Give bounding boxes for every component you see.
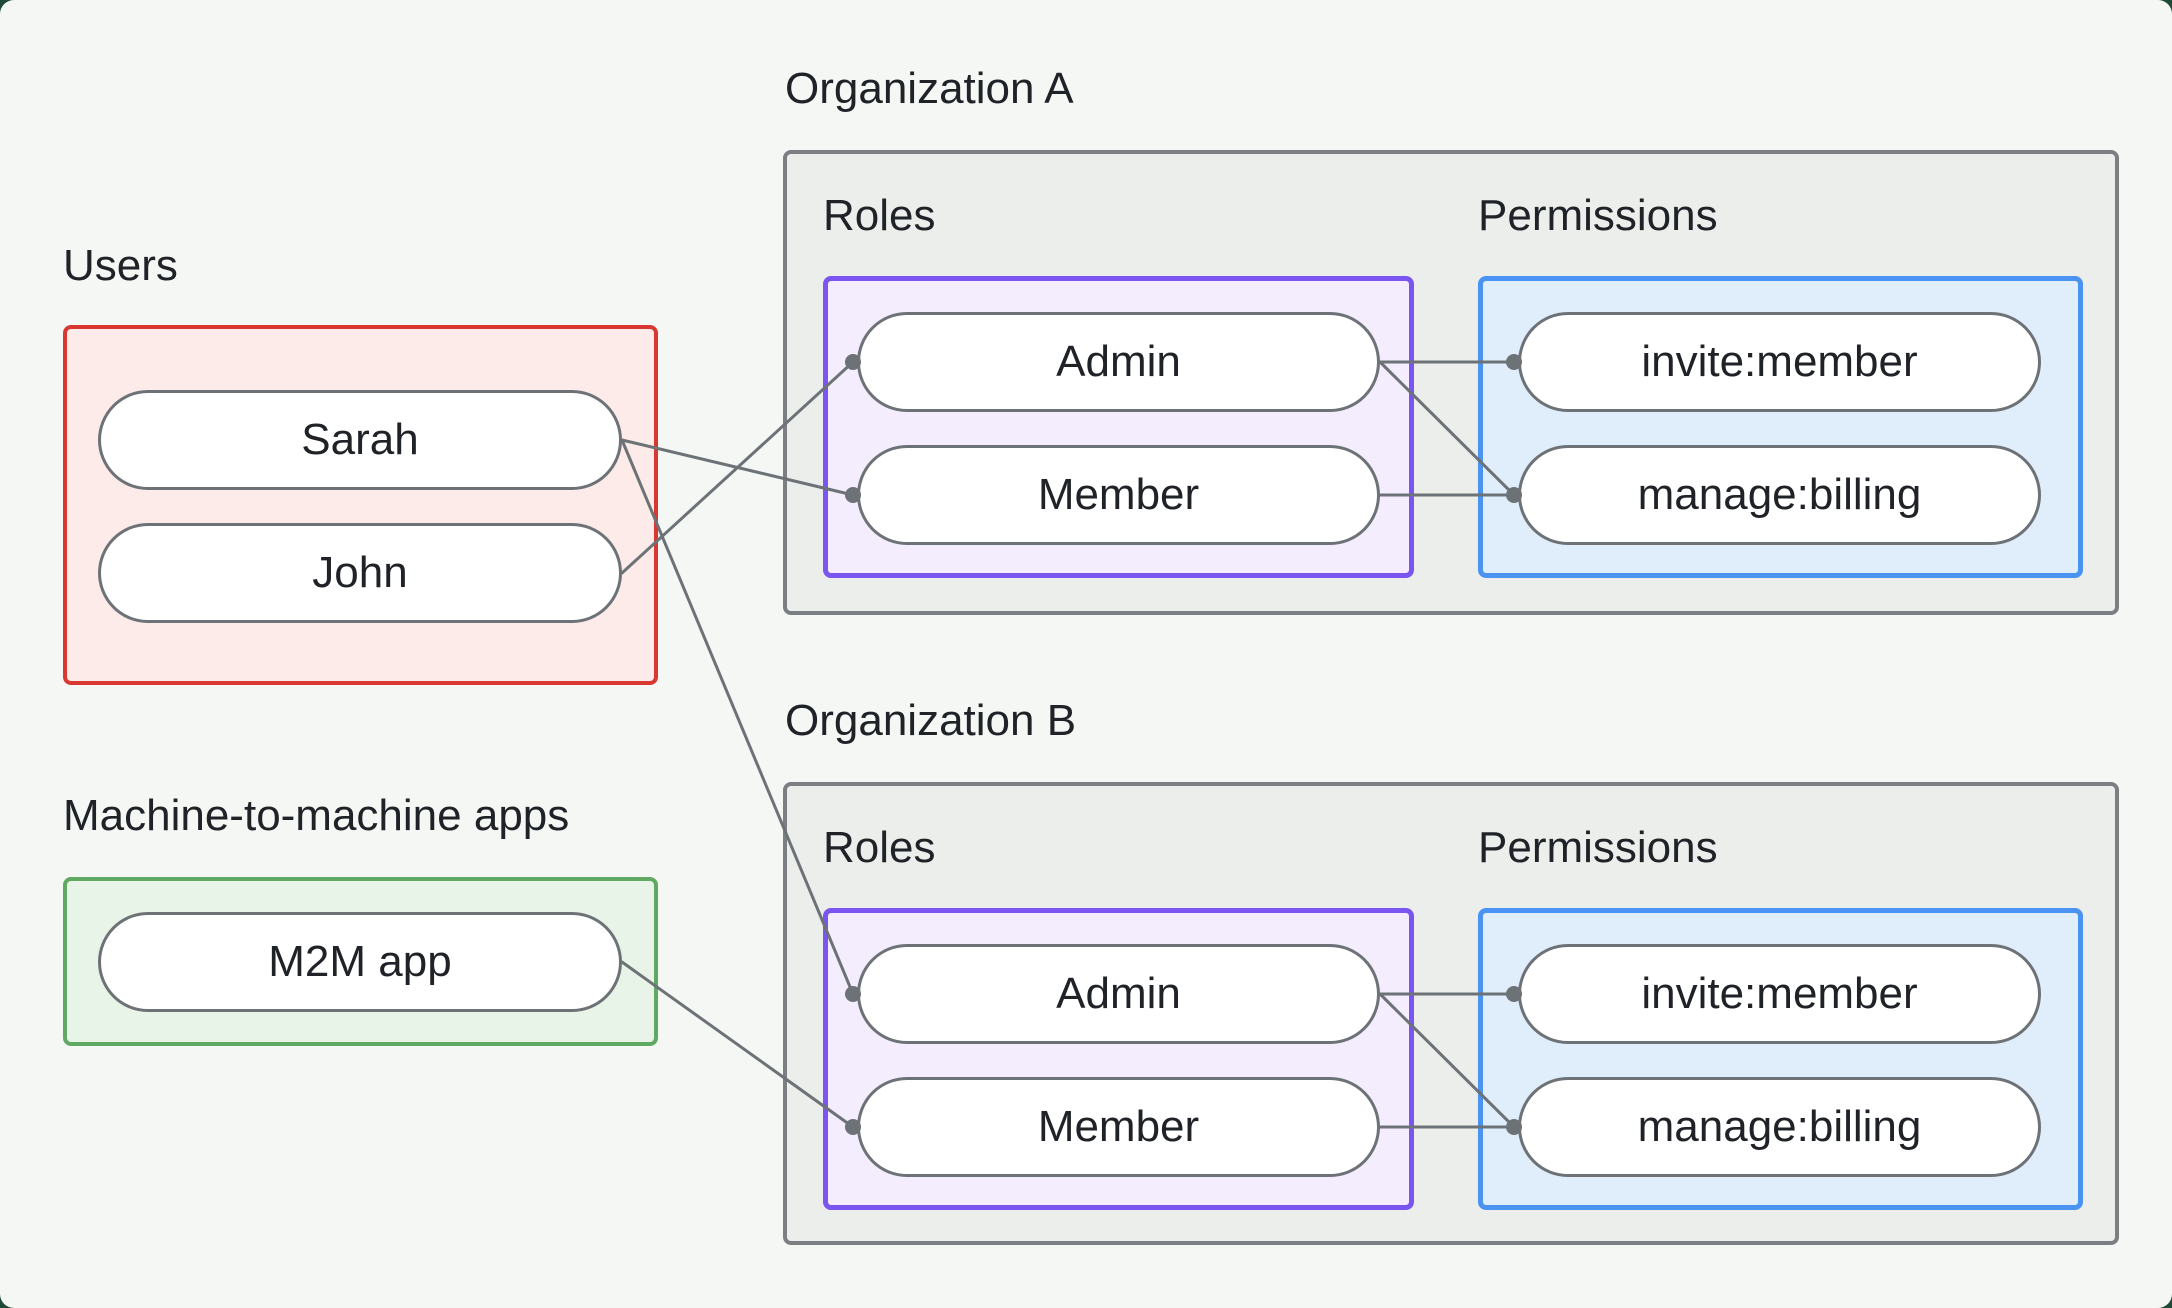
org-a-permission-node-manage-billing: manage:billing (1518, 445, 2041, 545)
org-b-permission-node-invite-member: invite:member (1518, 944, 2041, 1044)
org-b-permissions-label: Permissions (1478, 823, 1718, 872)
users-group-label: Users (63, 241, 178, 290)
org-b-roles-label: Roles (823, 823, 936, 872)
org-b-role-node-member: Member (857, 1077, 1380, 1177)
user-node-sarah: Sarah (98, 390, 622, 490)
org-b-role-node-admin: Admin (857, 944, 1380, 1044)
users-group-box (63, 325, 658, 685)
org-a-role-node-admin: Admin (857, 312, 1380, 412)
m2m-group-label: Machine-to-machine apps (63, 791, 570, 840)
user-node-john: John (98, 523, 622, 623)
org-a-permissions-label: Permissions (1478, 191, 1718, 240)
org-b-title: Organization B (785, 696, 1077, 745)
m2m-node-app: M2M app (98, 912, 622, 1012)
org-a-role-node-member: Member (857, 445, 1380, 545)
org-a-roles-label: Roles (823, 191, 936, 240)
org-a-title: Organization A (785, 64, 1074, 113)
org-a-permission-node-invite-member: invite:member (1518, 312, 2041, 412)
org-b-permission-node-manage-billing: manage:billing (1518, 1077, 2041, 1177)
